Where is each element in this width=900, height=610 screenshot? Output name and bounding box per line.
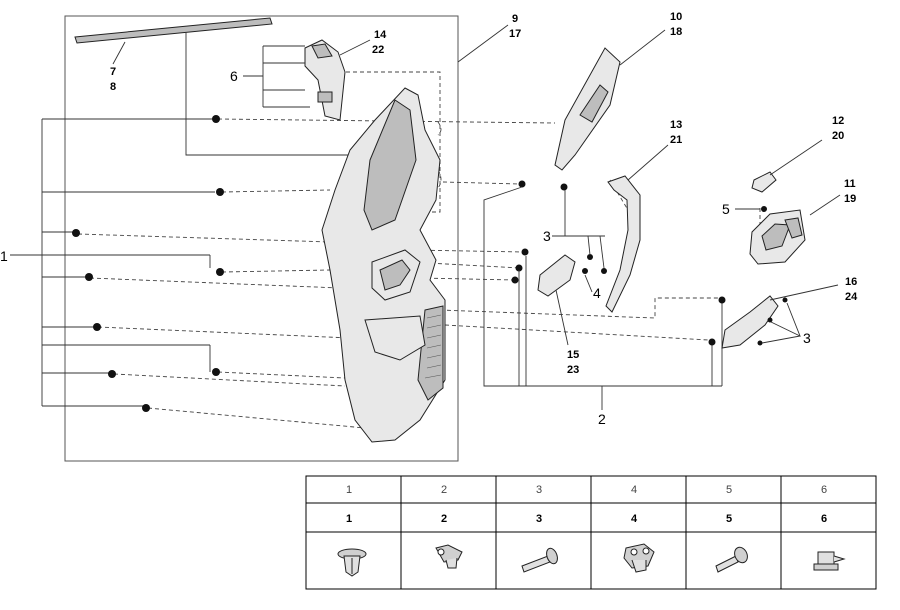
- callout-1-label: 1: [0, 248, 8, 264]
- callout-3-center-bracket: [552, 190, 605, 293]
- callout-4-label: 4: [593, 285, 601, 301]
- fastener-clip-icon: [435, 544, 463, 569]
- legend-label-5: 5: [726, 513, 732, 525]
- mid-clips: [511, 180, 607, 284]
- callout-20-label: 20: [832, 130, 844, 142]
- pin-rivet-icon: [813, 551, 846, 571]
- screw-icon: [757, 340, 763, 346]
- screw-icon: [767, 317, 773, 323]
- callout-3-center-label: 3: [543, 228, 551, 244]
- callout-6-label: 6: [230, 68, 238, 84]
- callout-9-label: 9: [512, 13, 518, 25]
- legend-header-3: 3: [536, 484, 542, 496]
- clip-icon: [587, 254, 593, 260]
- callout-23-label: 23: [567, 364, 579, 376]
- legend-label-6: 6: [821, 513, 827, 525]
- legend-header-2: 2: [441, 484, 447, 496]
- clip-icon: [93, 323, 101, 331]
- callout-5-label: 5: [722, 201, 730, 217]
- screw-icon: [761, 206, 767, 212]
- callout-1-bracket: [10, 118, 215, 407]
- legend-header-5: 5: [726, 484, 732, 496]
- callout-12-label: 12: [832, 115, 844, 127]
- callout-11-label: 11: [844, 178, 856, 190]
- legend-label-1: 1: [346, 513, 352, 525]
- clip-icon: [85, 273, 93, 281]
- lower-bracket-part: [708, 284, 839, 349]
- legend-header-4: 4: [631, 484, 637, 496]
- callout-21-label: 21: [670, 134, 682, 146]
- callout-13-label: 13: [670, 119, 682, 131]
- screw-icon: [782, 297, 788, 303]
- door-panel-group-frame: [64, 15, 459, 462]
- clip-icon: [216, 268, 224, 276]
- clip-icon: [708, 338, 716, 346]
- weatherstrip-part: [74, 17, 420, 156]
- bolt-icon: [715, 546, 748, 573]
- clip-icon: [521, 248, 529, 256]
- callout-3-right-label: 3: [803, 330, 811, 346]
- push-clip-icon: [337, 548, 367, 577]
- door-trim-panel-part: [321, 24, 509, 443]
- callout-17-label: 17: [509, 28, 521, 40]
- double-clip-icon: [623, 543, 655, 573]
- switch-cover-part: [751, 139, 823, 193]
- callout-8-label: 8: [110, 81, 116, 93]
- callout-16-label: 16: [845, 276, 857, 288]
- legend-label-4: 4: [631, 513, 638, 525]
- screw-icon: [521, 547, 558, 573]
- callout-7-label: 7: [110, 66, 116, 78]
- pillar-trim-part: [605, 144, 669, 313]
- clip-icon: [560, 183, 568, 191]
- clip-icon: [515, 264, 523, 272]
- clip-icon: [511, 276, 519, 284]
- clip-icon: [718, 296, 726, 304]
- fastener-legend-table: 1 2 3 4 5 6 1 2 3 4 5 6: [305, 475, 877, 590]
- clip-icon: [212, 115, 220, 123]
- callout-10-label: 10: [670, 11, 682, 23]
- window-switch-part: [735, 194, 841, 265]
- clip-icon: [216, 188, 224, 196]
- callout-18-label: 18: [670, 26, 682, 38]
- callout-15-label: 15: [567, 349, 579, 361]
- clip-icon: [212, 368, 220, 376]
- clip-icon: [142, 404, 150, 412]
- legend-header-6: 6: [821, 484, 827, 496]
- callout-22-label: 22: [372, 44, 384, 56]
- clip-icon: [518, 180, 526, 188]
- clip-icon: [582, 268, 588, 274]
- callout-24-label: 24: [845, 291, 858, 303]
- callout-2-label: 2: [598, 411, 606, 427]
- clip-icon: [72, 229, 80, 237]
- clip-icon: [108, 370, 116, 378]
- legend-label-2: 2: [441, 513, 447, 525]
- callout-14-label: 14: [374, 29, 387, 41]
- panel-clips: [72, 115, 224, 412]
- callout-6-bracket: [243, 45, 310, 108]
- legend-header-1: 1: [346, 484, 352, 496]
- clip-icon: [601, 268, 607, 274]
- inner-handle-bracket-part: [537, 254, 576, 346]
- mirror-trim-part: [304, 39, 371, 121]
- callout-19-label: 19: [844, 193, 856, 205]
- window-garnish-part: [554, 29, 666, 171]
- legend-label-3: 3: [536, 513, 542, 525]
- callout-2-bracket: [483, 186, 723, 410]
